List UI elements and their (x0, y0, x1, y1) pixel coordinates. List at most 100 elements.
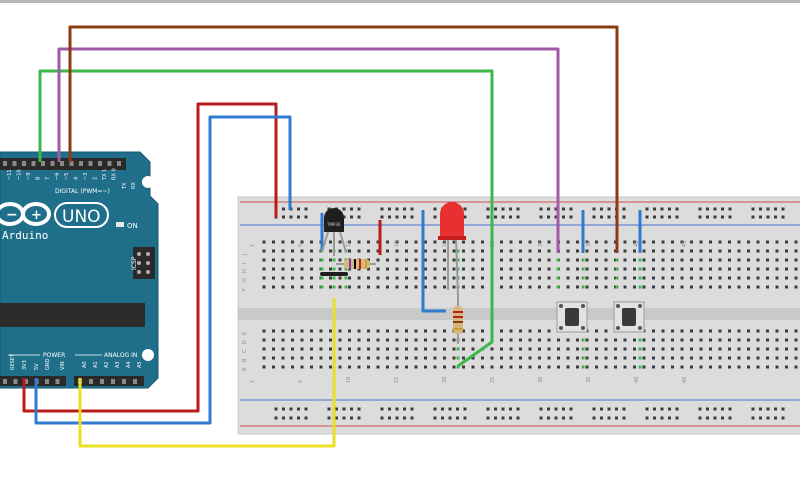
breadboard-hole (547, 258, 551, 262)
sensor-leg-3 (339, 231, 347, 253)
digital-pin[interactable] (79, 161, 83, 166)
breadboard-hole (728, 356, 731, 360)
breadboard-hole (785, 240, 788, 244)
analog-pin[interactable] (89, 379, 93, 384)
button-2-corner-b (638, 304, 642, 308)
breadboard-hole (671, 365, 674, 369)
digital-pin[interactable] (117, 161, 121, 166)
wire-blue-gnd[interactable] (34, 115, 292, 425)
breadboard-hole (424, 329, 427, 333)
digital-pin[interactable] (60, 161, 64, 166)
resistor-led[interactable] (453, 296, 463, 344)
breadboard-hole (386, 240, 389, 244)
breadboard-hole (386, 285, 389, 289)
push-button-1[interactable] (556, 301, 588, 333)
breadboard-hole (424, 276, 427, 280)
digital-pin[interactable] (3, 161, 7, 166)
breadboard-hole (348, 240, 351, 244)
breadboard-hole (562, 407, 565, 411)
row-letter: B (242, 358, 248, 362)
power-pin[interactable] (55, 379, 60, 384)
breadboard-hole (291, 240, 294, 244)
digital-pin[interactable] (98, 161, 102, 166)
wire-green[interactable] (38, 69, 494, 368)
resistor-led-band-1 (453, 311, 463, 313)
power-pin[interactable] (45, 379, 49, 384)
breadboard-hole (395, 285, 399, 289)
breadboard-hole (310, 276, 313, 280)
breadboard-hole (342, 416, 346, 420)
breadboard-hole (747, 258, 750, 262)
digital-pin[interactable] (50, 161, 55, 166)
breadboard-hole (395, 215, 399, 219)
wire-yellow-a0[interactable] (78, 298, 336, 448)
digital-pin[interactable] (41, 161, 45, 166)
analog-pin[interactable] (133, 379, 137, 384)
power-pin[interactable] (24, 379, 28, 384)
digital-pin[interactable] (31, 161, 36, 166)
breadboard-hole (661, 338, 665, 342)
analog-pin[interactable] (100, 379, 104, 384)
analog-pin[interactable] (111, 379, 115, 384)
breadboard-hole (481, 240, 484, 244)
power-pin-label: RESET (10, 353, 16, 370)
breadboard-hole (433, 258, 437, 262)
breadboard-hole (709, 249, 712, 253)
breadboard-hole (528, 365, 532, 369)
breadboard-hole (403, 215, 406, 219)
digital-pin[interactable] (88, 161, 93, 166)
breadboard-hole (272, 347, 275, 351)
breadboard-hole (456, 249, 460, 253)
breadboard-hole (785, 258, 788, 262)
breadboard-hole (581, 258, 585, 262)
digital-pin[interactable] (107, 161, 112, 166)
breadboard-hole (338, 329, 342, 333)
jumper-blue-led[interactable] (421, 210, 446, 313)
wire-brown[interactable] (68, 25, 619, 253)
breadboard-hole (471, 285, 475, 289)
led[interactable] (438, 202, 466, 297)
breadboard-hole (709, 267, 712, 271)
breadboard-hole (424, 285, 427, 289)
resistor-sensor[interactable] (336, 259, 376, 269)
digital-label: DIGITAL (PWM=~) (55, 188, 110, 195)
breadboard-hole (547, 329, 551, 333)
digital-pin[interactable] (12, 161, 17, 166)
breadboard-hole (690, 347, 693, 351)
breadboard-hole (633, 258, 636, 262)
breadboard-hole (410, 407, 414, 411)
breadboard-hole (600, 407, 603, 411)
breadboard-hole (775, 365, 779, 369)
breadboard-hole (775, 249, 779, 253)
digital-pin[interactable] (22, 161, 26, 166)
breadboard-hole (642, 276, 646, 280)
jumper-black-short[interactable] (320, 272, 348, 276)
breadboard-hole (367, 365, 370, 369)
wire-purple[interactable] (57, 47, 560, 253)
breadboard-hole (367, 356, 370, 360)
breadboard-hole (671, 267, 674, 271)
breadboard-hole (781, 207, 785, 211)
breadboard-hole (380, 407, 384, 411)
digital-pin[interactable] (69, 161, 74, 166)
breadboard-hole (388, 215, 391, 219)
breadboard-hole (759, 416, 762, 420)
breadboard-hole (728, 329, 731, 333)
push-button-2[interactable] (613, 301, 645, 333)
power-pin[interactable] (3, 379, 7, 384)
temperature-sensor[interactable]: TMP36 (321, 208, 347, 256)
breadboard-hole (680, 338, 684, 342)
breadboard-hole (395, 356, 399, 360)
breadboard-hole (718, 365, 722, 369)
breadboard-hole (642, 267, 646, 271)
analog-pin[interactable] (122, 379, 126, 384)
breadboard-hole (680, 356, 684, 360)
power-pin[interactable] (13, 379, 18, 384)
breadboard-hole (344, 267, 348, 271)
breadboard-hole (718, 276, 722, 280)
breadboard-hole (456, 416, 459, 420)
wire-red-5v[interactable] (22, 102, 278, 413)
breadboard-hole (386, 347, 389, 351)
breadboard-hole (262, 267, 266, 271)
resistor-band-3 (359, 259, 361, 269)
